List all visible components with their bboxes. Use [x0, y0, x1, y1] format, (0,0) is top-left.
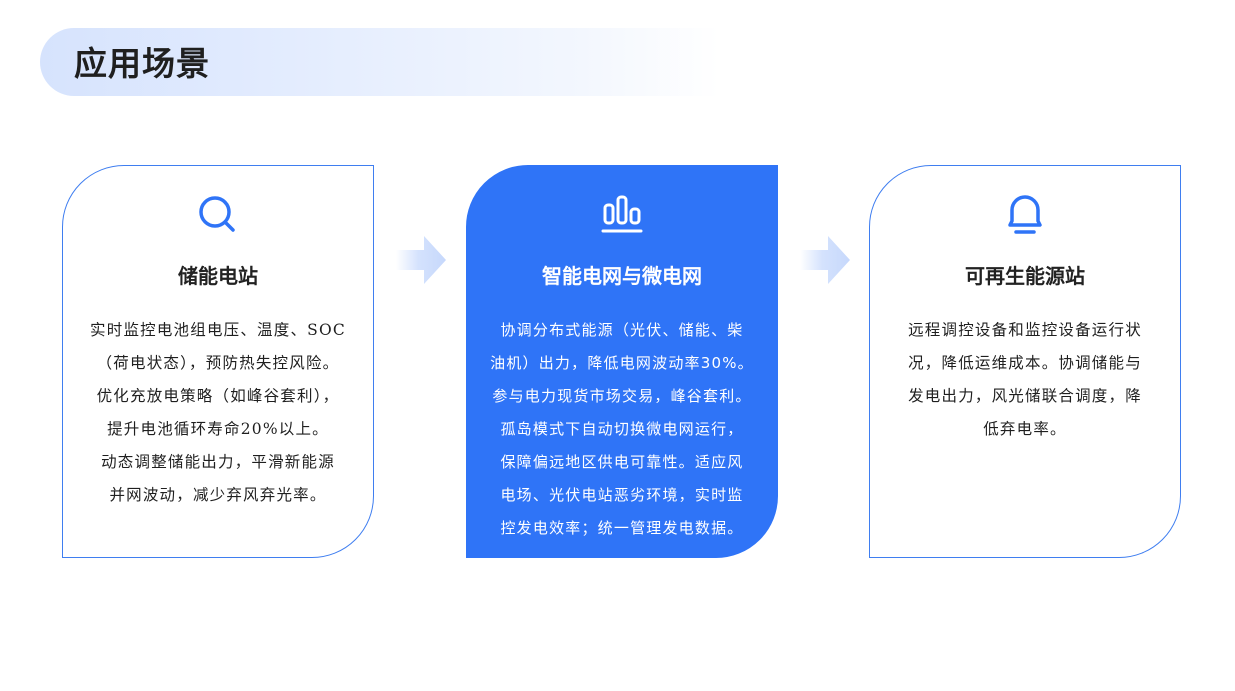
card-line: 孤岛模式下自动切换微电网运行， — [500, 420, 744, 438]
card-line: 协调分布式能源（光伏、储能、柴 — [500, 321, 744, 339]
card-line: 电场、光伏电站恶劣环境，实时监 — [500, 486, 744, 504]
card-energy-storage-station: 储能电站 实时监控电池组电压、温度、SOC （荷电状态），预防热失控风险。 优化… — [62, 165, 374, 558]
card-line: 保障偏远地区供电可靠性。适应风 — [500, 453, 744, 471]
card-title: 可再生能源站 — [965, 264, 1085, 288]
card-line: 实时监控电池组电压、温度、SOC — [90, 321, 346, 339]
card-line: 况，降低运维成本。协调储能与 — [908, 354, 1142, 372]
bar-chart-icon — [601, 195, 643, 233]
card-line: 动态调整储能出力，平滑新能源 — [101, 453, 335, 471]
arrow-right-icon — [800, 236, 850, 284]
card-line: 控发电效率；统一管理发电数据。 — [500, 519, 744, 537]
card-line: （荷电状态），预防热失控风险。 — [96, 354, 340, 372]
search-icon — [199, 196, 235, 232]
card-line: 远程调控设备和监控设备运行状 — [908, 321, 1142, 339]
card-line: 低弃电率。 — [983, 420, 1067, 438]
card-line: 并网波动，减少弃风弃光率。 — [109, 486, 327, 504]
card-title: 智能电网与微电网 — [542, 264, 702, 288]
card-renewable-energy-station: 可再生能源站 远程调控设备和监控设备运行状 况，降低运维成本。协调储能与 发电出… — [869, 165, 1181, 558]
card-smart-grid-microgrid: 智能电网与微电网 协调分布式能源（光伏、储能、柴 油机）出力，降低电网波动率30… — [466, 165, 778, 558]
bell-icon — [1008, 195, 1042, 234]
card-line: 发电出力，风光储联合调度，降 — [908, 387, 1142, 405]
card-title: 储能电站 — [178, 264, 258, 288]
card-line: 提升电池循环寿命20%以上。 — [107, 420, 329, 438]
page-title: 应用场景 — [74, 44, 210, 83]
card-description: 协调分布式能源（光伏、储能、柴 油机）出力，降低电网波动率30%。 参与电力现货… — [477, 314, 767, 545]
section-title-banner — [40, 28, 720, 96]
card-line: 油机）出力，降低电网波动率30%。 — [490, 354, 754, 372]
card-description: 实时监控电池组电压、温度、SOC （荷电状态），预防热失控风险。 优化充放电策略… — [73, 314, 363, 512]
arrow-right-icon — [396, 236, 446, 284]
card-line: 参与电力现货市场交易，峰谷套利。 — [492, 387, 752, 405]
card-description: 远程调控设备和监控设备运行状 况，降低运维成本。协调储能与 发电出力，风光储联合… — [880, 314, 1170, 446]
card-line: 优化充放电策略（如峰谷套利）， — [96, 387, 340, 405]
